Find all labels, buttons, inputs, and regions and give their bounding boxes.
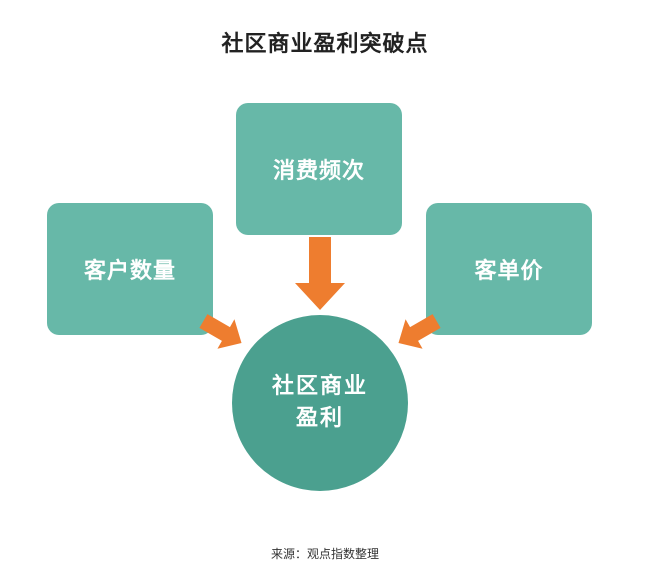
frequency-box: 消费频次 — [236, 103, 402, 235]
customers-box: 客户数量 — [47, 203, 213, 335]
price-box: 客单价 — [426, 203, 592, 335]
center-label-line2: 盈利 — [295, 406, 344, 431]
arrow-down-icon — [295, 237, 345, 310]
center-label-line1: 社区商业 — [271, 374, 368, 399]
arrow-down-left-icon — [398, 314, 441, 349]
source-note: 来源：观点指数整理 — [270, 547, 379, 561]
frequency-label: 消费频次 — [272, 159, 365, 184]
price-label: 客单价 — [474, 259, 544, 284]
diagram-title: 社区商业盈利突破点 — [221, 32, 429, 57]
customers-label: 客户数量 — [83, 259, 176, 284]
arrow-down-right-icon — [199, 314, 242, 349]
center-circle: 社区商业 盈利 — [232, 315, 408, 491]
